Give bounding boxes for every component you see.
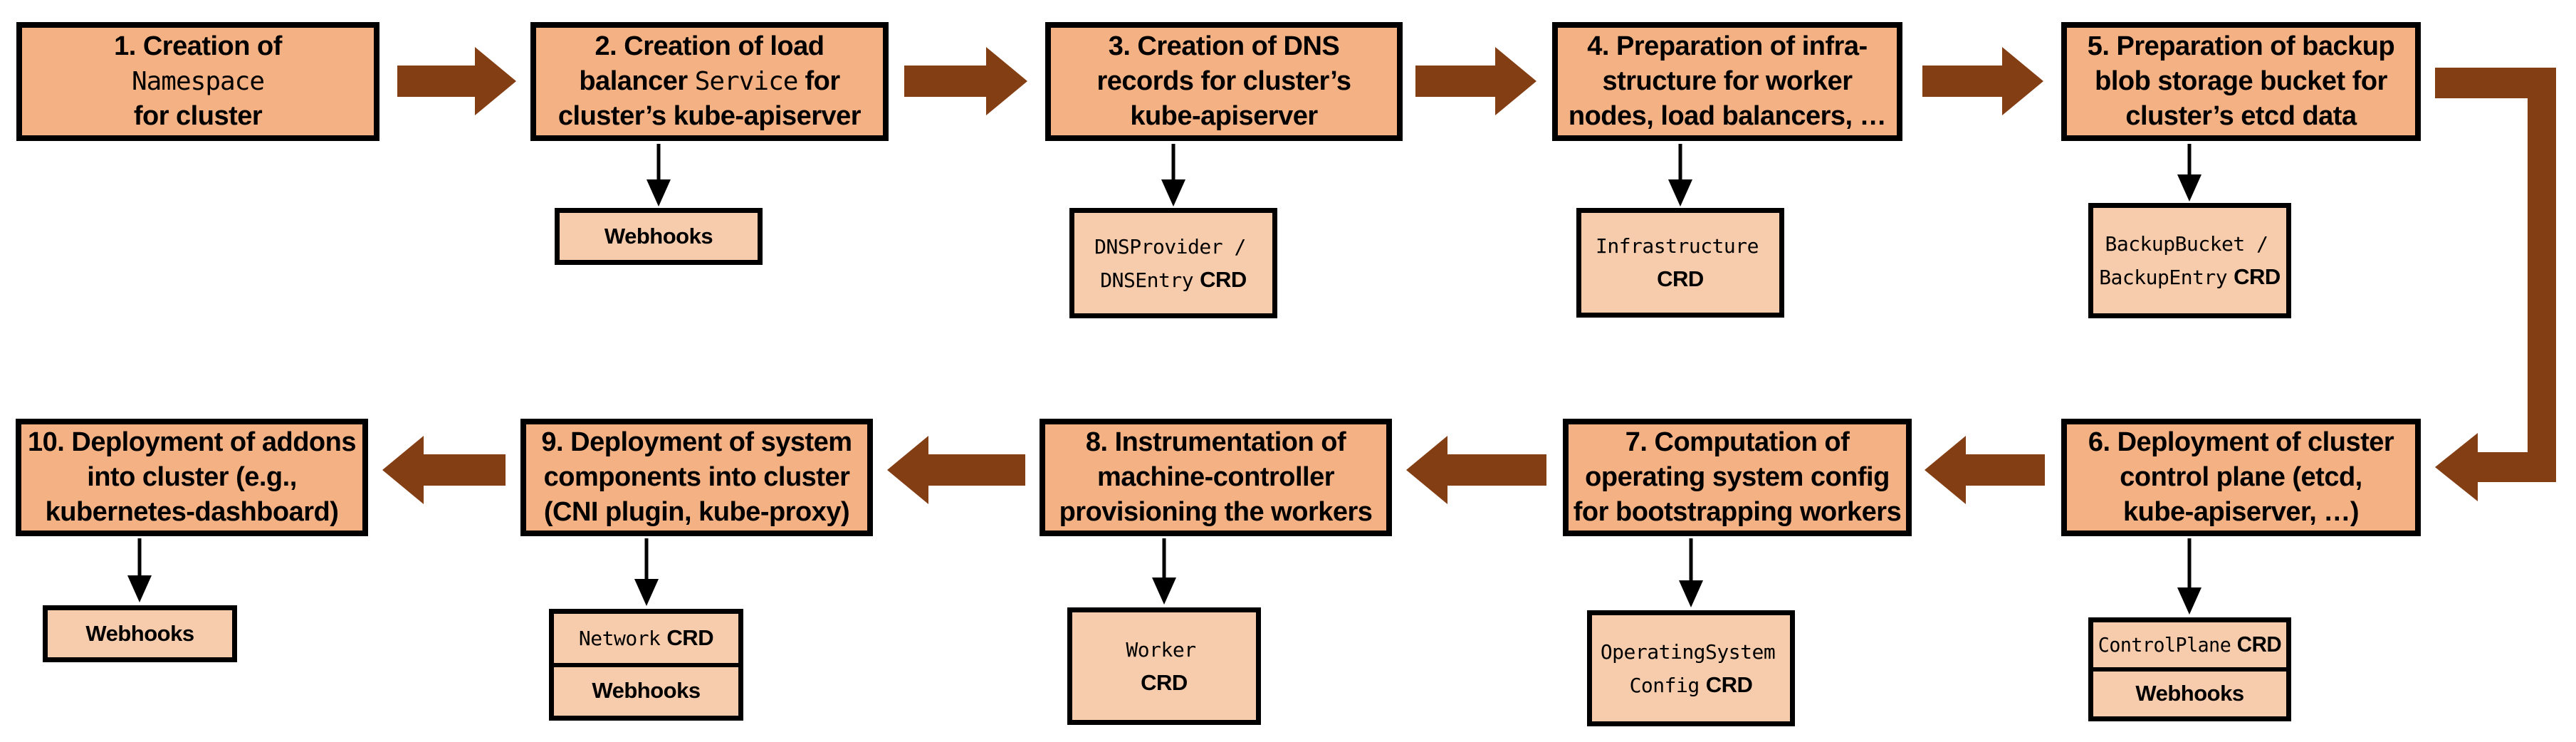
- step-5-box: 5. Preparation of backup blob storage bu…: [2061, 22, 2421, 141]
- step-3-box: 3. Creation of DNS records for cluster’s…: [1045, 22, 1403, 141]
- step-4-crd-box: Infrastructure CRD: [1576, 208, 1784, 318]
- webhooks-cell: Webhooks: [2093, 667, 2286, 716]
- step-10-line-3: kubernetes-dashboard): [45, 497, 339, 527]
- arrow-step2-to-step3: [904, 47, 1027, 115]
- arrow-step9-to-step10: [382, 436, 506, 504]
- step-6-line-1: 6. Deployment of cluster: [2088, 427, 2394, 457]
- arrow-step4-to-step5: [1922, 47, 2043, 115]
- step-9-line-2: components into cluster: [543, 462, 850, 492]
- webhooks-label: Webhooks: [2135, 681, 2244, 706]
- step-4-box: 4. Preparation of infra- structure for w…: [1552, 22, 1902, 141]
- webhooks-label: Webhooks: [592, 678, 701, 704]
- crd-cell: Infrastructure CRD: [1581, 213, 1779, 313]
- step-6-line-3: kube-apiserver, …): [2122, 497, 2360, 527]
- step-1-box: 1. Creation of Namespace for cluster: [16, 22, 379, 141]
- step-6-box: 6. Deployment of cluster control plane (…: [2061, 419, 2421, 536]
- arrow-step5-to-step6: [2435, 68, 2556, 501]
- crd-label-line-2: CRD: [1657, 266, 1704, 291]
- crd-cell: Worker CRD: [1072, 612, 1256, 720]
- step-4-line-2: structure for worker: [1602, 66, 1853, 96]
- webhooks-label: Webhooks: [85, 620, 194, 646]
- step-7-line-2: operating system config: [1585, 462, 1890, 492]
- step-3-line-3: kube-apiserver: [1130, 101, 1318, 131]
- connector-step5-crd: [2177, 144, 2201, 202]
- crd-label-line-1: DNSProvider /: [1094, 234, 1246, 258]
- arrow-step8-to-step9: [887, 436, 1025, 504]
- arrow-step3-to-step4: [1415, 47, 1536, 115]
- step-2-line-3: cluster’s kube-apiserver: [557, 101, 862, 131]
- step-9-box: 9. Deployment of system components into …: [520, 419, 873, 536]
- connector-step7-crd: [1679, 538, 1703, 607]
- connector-step4-crd: [1668, 144, 1692, 207]
- step-7-line-1: 7. Computation of: [1625, 427, 1850, 457]
- step-6-line-2: control plane (etcd,: [2120, 462, 2362, 492]
- webhooks-cell: Webhooks: [554, 662, 738, 716]
- arrow-step1-to-step2: [397, 47, 516, 115]
- step-4-line-3: nodes, load balancers, …: [1568, 101, 1887, 131]
- step-2-box: 2. Creation of load balancer Service for…: [530, 22, 889, 141]
- webhooks-cell: Webhooks: [48, 610, 232, 657]
- step-2-line-2: balancer Service for: [579, 66, 840, 96]
- crd-label-line-1: BackupBucket /: [2105, 232, 2268, 256]
- step-9-line-3: (CNI plugin, kube-proxy): [543, 497, 850, 527]
- step-1-line-1: 1. Creation of: [114, 31, 282, 61]
- arrow-step7-to-step8: [1406, 436, 1546, 504]
- step-8-line-1: 8. Instrumentation of: [1085, 427, 1346, 457]
- connector-step3-crd: [1161, 144, 1185, 207]
- step-8-line-3: provisioning the workers: [1059, 497, 1373, 527]
- webhooks-label: Webhooks: [604, 223, 713, 249]
- step-8-line-2: machine-controller: [1096, 462, 1335, 492]
- step-5-line-1: 5. Preparation of backup: [2087, 31, 2395, 61]
- connector-step6-crd: [2177, 538, 2201, 615]
- step-8-crd-box: Worker CRD: [1067, 607, 1261, 725]
- step-10-box: 10. Deployment of addons into cluster (e…: [16, 419, 368, 536]
- crd-label-line-1: Infrastructure: [1595, 234, 1759, 258]
- step-7-box: 7. Computation of operating system confi…: [1563, 419, 1912, 536]
- crd-label-line-1: Worker: [1126, 637, 1196, 662]
- connector-step10-webhooks: [127, 538, 152, 602]
- step-2-line-1: 2. Creation of load: [595, 31, 824, 61]
- step-9-line-1: 9. Deployment of system: [541, 427, 852, 457]
- connector-step9-crd: [634, 538, 659, 606]
- step-4-line-1: 4. Preparation of infra-: [1587, 31, 1868, 61]
- crd-label-line-2: CRD: [1141, 669, 1188, 695]
- inline-code-text: Namespace: [131, 67, 265, 96]
- connector-step2-webhooks: [646, 144, 671, 207]
- connector-step8-crd: [1152, 538, 1176, 605]
- step-1-line-3: for cluster: [133, 101, 263, 131]
- step-1-line-2: Namespace: [131, 64, 265, 99]
- step-5-line-3: cluster’s etcd data: [2125, 101, 2357, 131]
- step-5-line-2: blob storage bucket for: [2095, 66, 2387, 96]
- step-8-box: 8. Instrumentation of machine-controller…: [1040, 419, 1392, 536]
- crd-label-line-1: OperatingSystem: [1600, 639, 1776, 664]
- webhooks-cell: Webhooks: [560, 213, 758, 260]
- step-10-line-1: 10. Deployment of addons: [28, 427, 356, 457]
- step-2-webhooks-box: Webhooks: [555, 208, 763, 265]
- arrow-step6-to-step7: [1925, 436, 2045, 504]
- step-10-webhooks-box: Webhooks: [43, 605, 237, 662]
- step-7-line-3: for bootstrapping workers: [1573, 497, 1902, 527]
- inline-code-text: Service: [694, 67, 799, 96]
- step-3-line-2: records for cluster’s: [1096, 66, 1351, 96]
- step-3-line-1: 3. Creation of DNS: [1108, 31, 1340, 61]
- step-10-line-2: into cluster (e.g.,: [87, 462, 297, 492]
